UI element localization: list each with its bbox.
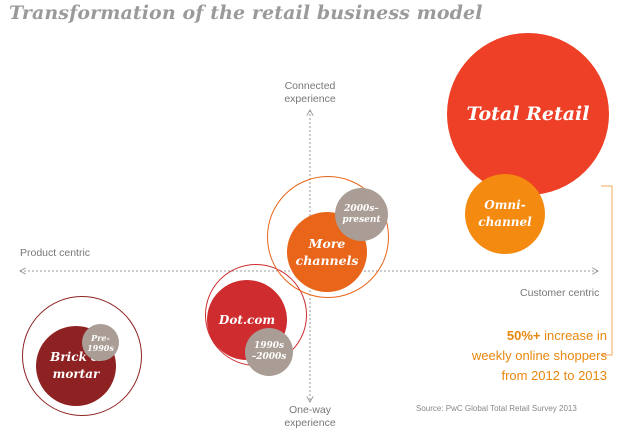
era-pre1990-badge: Pre- 1990s xyxy=(82,324,119,361)
total-retail-bubble: Total Retail xyxy=(447,33,609,195)
axis-bottom-line2: experience xyxy=(284,417,336,430)
era-pre1990-line1: Pre- xyxy=(91,332,110,343)
callout-line1: 50%+ increase in xyxy=(462,326,607,346)
axis-label-top: Connected experience xyxy=(279,80,341,106)
brick-line2: mortar xyxy=(52,367,100,381)
omni-line1: Omni- xyxy=(484,198,526,212)
dotcom-label: Dot.com xyxy=(218,313,276,327)
brick-mortar-ring xyxy=(22,296,142,416)
era-2000s-line1: 2000s– xyxy=(344,203,379,214)
omni-line2: channel xyxy=(478,215,532,229)
era-1990s-line1: 1990s xyxy=(253,341,285,351)
callout-line2: weekly online shoppers xyxy=(471,348,607,363)
total-retail-label: Total Retail xyxy=(466,103,590,125)
era-2000s-line2: present xyxy=(342,214,381,225)
era-2000s-badge: 2000s– present xyxy=(335,188,388,241)
shoppers-callout: 50%+ increase in weekly online shoppers … xyxy=(462,326,607,386)
axis-label-right: Customer centric xyxy=(520,287,600,299)
callout-line3: from 2012 to 2013 xyxy=(501,368,607,383)
axis-top-line2: experience xyxy=(284,93,336,106)
callout-highlight: 50%+ xyxy=(506,328,541,343)
more-channels-line2: channels xyxy=(295,253,359,268)
era-pre1990-line2: 1990s xyxy=(87,342,114,353)
diagram-title: Transformation of the retail business mo… xyxy=(9,2,483,24)
era-1990s-line2: –2000s xyxy=(251,352,287,362)
axis-label-bottom: One-way experience xyxy=(279,404,341,430)
axis-bottom-line1: One-way xyxy=(288,404,331,416)
more-channels-ring xyxy=(267,176,389,298)
more-channels-bubble: More channels xyxy=(287,212,367,292)
callout-line1-rest: increase in xyxy=(540,328,607,343)
more-channels-line1: More xyxy=(308,236,346,251)
source-note: Source: PwC Global Total Retail Survey 2… xyxy=(416,404,577,413)
axis-label-left: Product centric xyxy=(20,247,91,259)
era-1990s-badge: 1990s –2000s xyxy=(245,328,293,376)
omni-channel-bubble: Omni- channel xyxy=(465,174,545,254)
axis-top-line1: Connected xyxy=(284,80,336,92)
callout-bracket xyxy=(601,185,613,356)
